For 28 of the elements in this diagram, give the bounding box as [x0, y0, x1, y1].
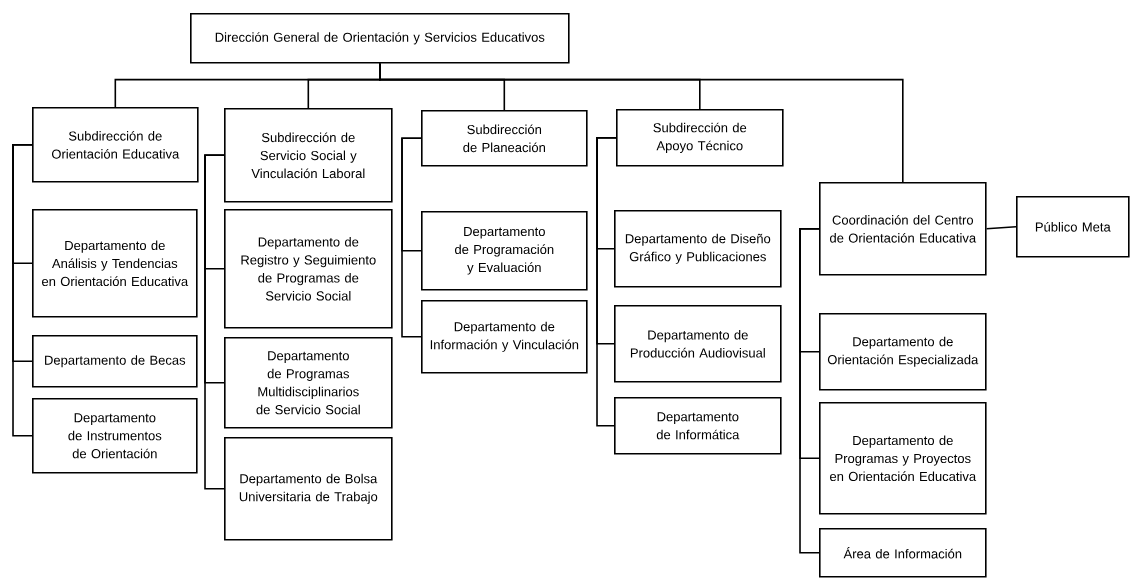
- org-box: Departamento de Orientación Especializada: [819, 313, 987, 391]
- connector-line: [12, 144, 33, 437]
- org-box: Departamento de Instrumentos de Orientación: [32, 398, 198, 474]
- org-box: Departamento de Producción Audiovisual: [614, 305, 782, 383]
- org-box: Departamento de Análisis y Tendencias en Orientación Educativa: [32, 209, 198, 318]
- org-box: Dirección General de Orientación y Servicios Educativos: [190, 13, 570, 64]
- org-box: Departamento de Informática: [614, 397, 782, 455]
- org-box: Subdirección de Servicio Social y Vinculación Laboral: [224, 108, 393, 203]
- org-box: Coordinación del Centro de Orientación Educativa: [819, 182, 987, 276]
- org-box: Departamento de Información y Vinculación: [421, 300, 588, 374]
- org-box: Subdirección de Planeación: [421, 110, 588, 167]
- connector-line: [596, 137, 617, 427]
- org-box: Departamento de Programación y Evaluación: [421, 211, 588, 291]
- org-box: Subdirección de Orientación Educativa: [32, 107, 199, 183]
- org-box: Departamento de Diseño Gráfico y Publicaciones: [614, 210, 782, 288]
- connector-line: [799, 228, 820, 554]
- connector-line: [204, 154, 225, 490]
- org-box: Área de Información: [819, 528, 987, 578]
- org-box: Subdirección de Apoyo Técnico: [616, 109, 784, 167]
- org-box: Departamento de Becas: [32, 335, 198, 388]
- org-box: Departamento de Programas Multidisciplinarios de Servicio Social: [224, 337, 393, 429]
- connector-line: [985, 226, 1017, 230]
- org-box: Público Meta: [1016, 196, 1130, 258]
- connector-line: [379, 62, 904, 183]
- org-box: Departamento de Registro y Seguimiento de Programas de Servicio Social: [224, 209, 393, 329]
- org-box: Departamento de Programas y Proyectos en Orientación Educativa: [819, 402, 987, 515]
- connector-line: [401, 137, 422, 338]
- org-box: Departamento de Bolsa Universitaria de Trabajo: [224, 437, 393, 541]
